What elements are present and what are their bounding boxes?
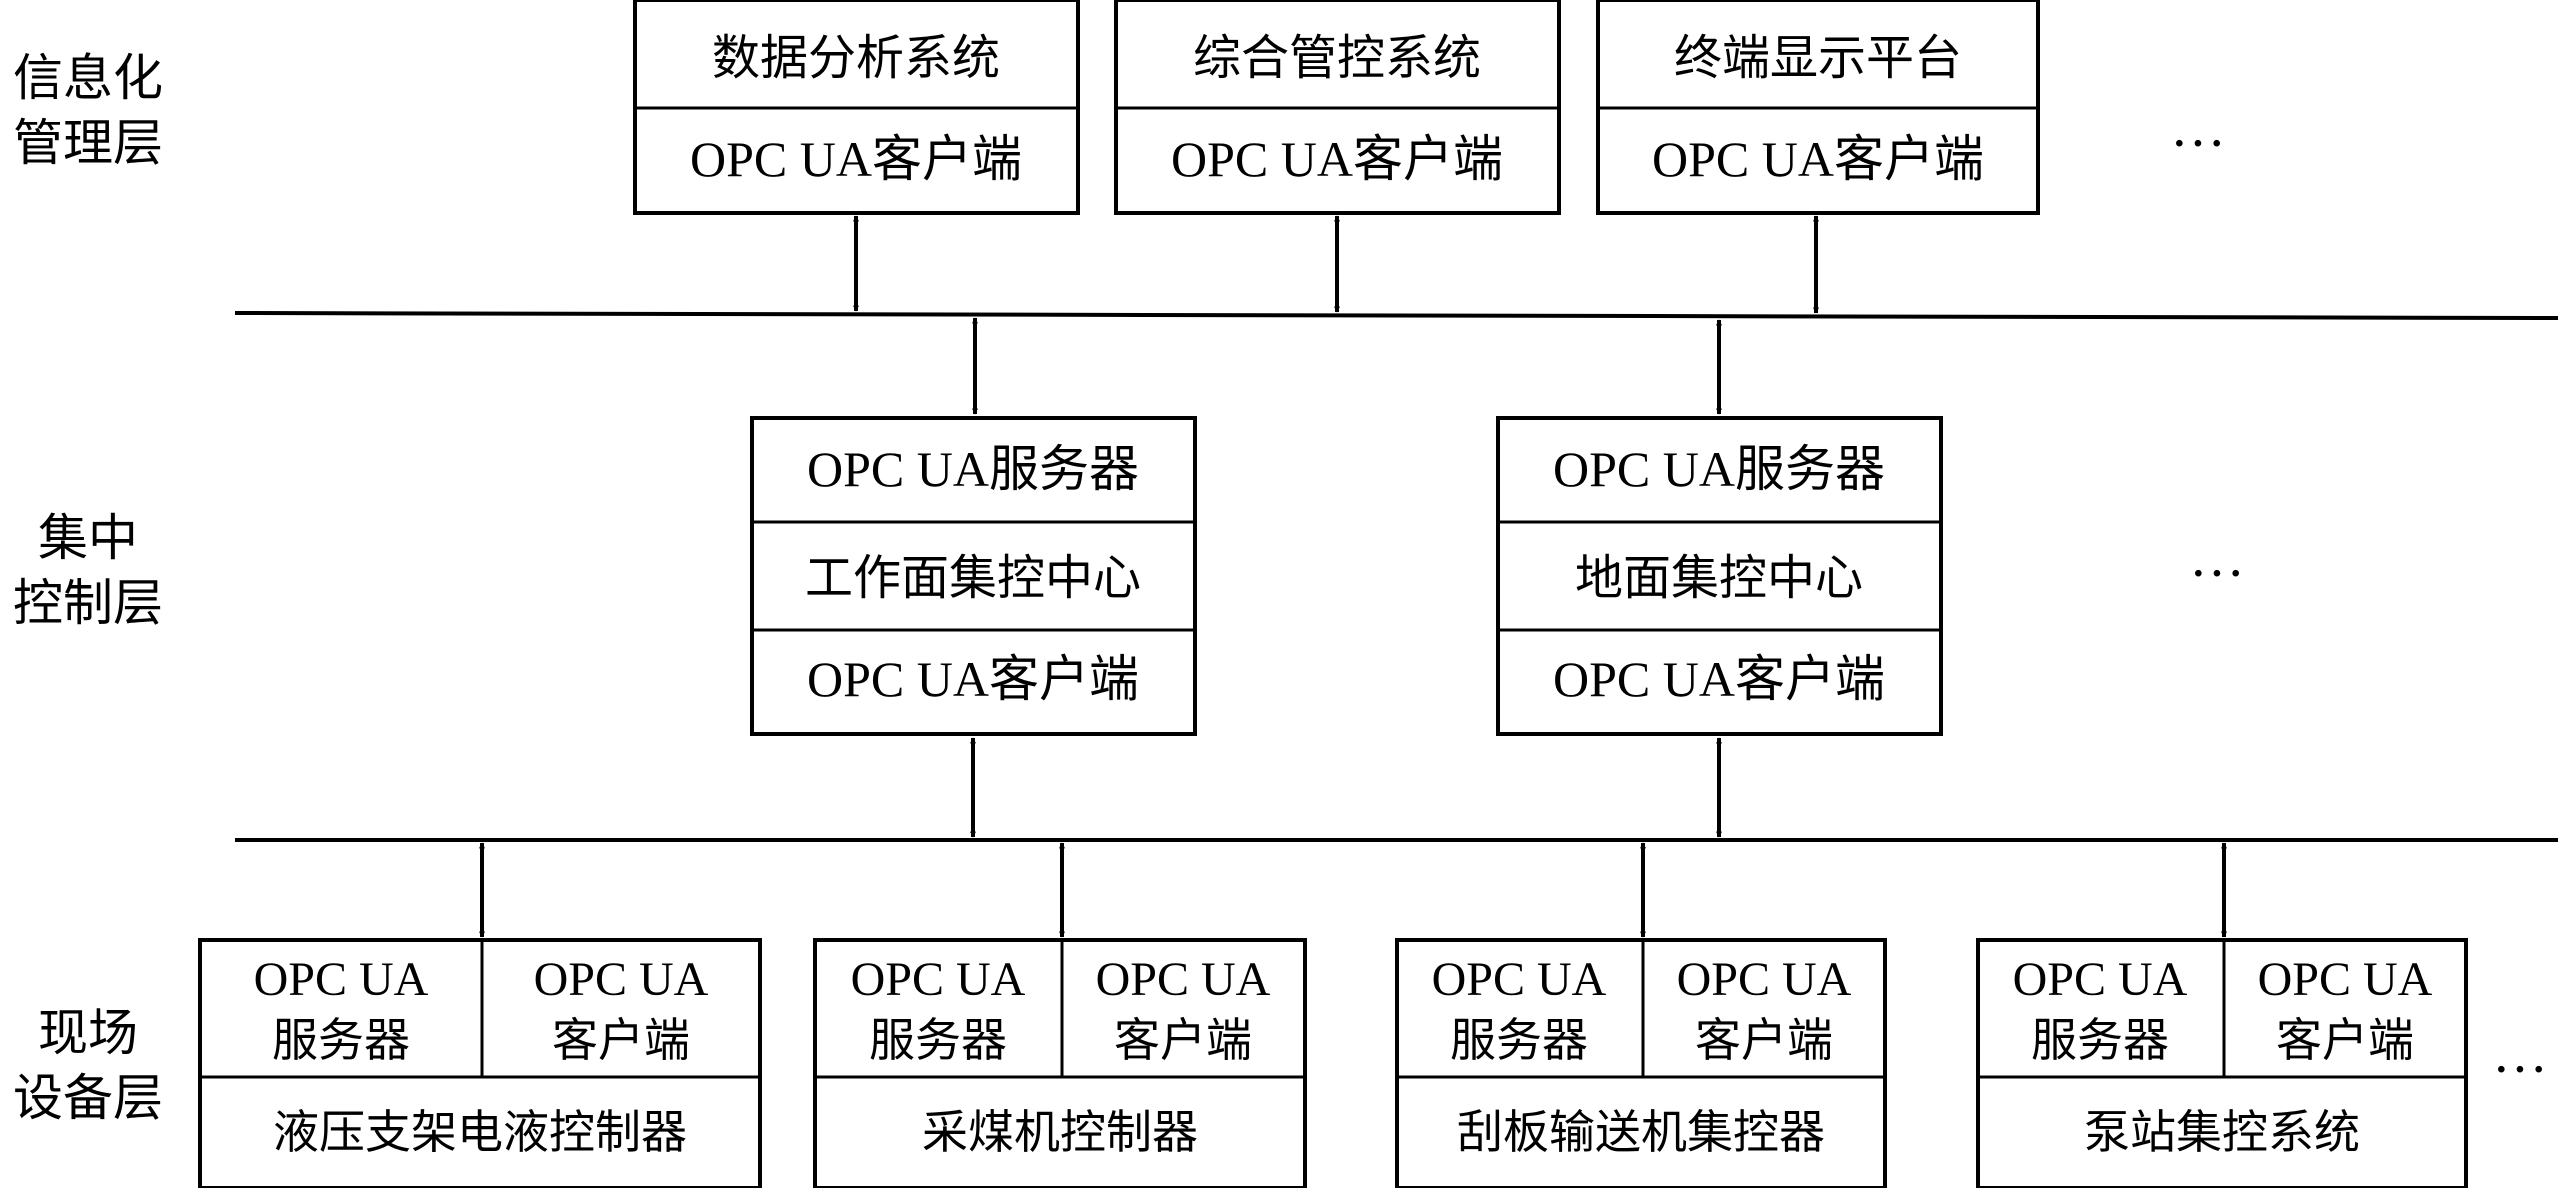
- top-box-integrated-control: 综合管控系统 OPC UA客户端: [1114, 0, 1561, 215]
- layer-label-control-line1: 集中: [38, 509, 138, 567]
- bottom-box-server-line2: 服务器: [869, 1013, 1007, 1067]
- mid-box-client: OPC UA客户端: [1553, 651, 1885, 707]
- bottom-box-client-line2: 客户端: [2276, 1013, 2414, 1067]
- upper-bus-line: [234, 311, 2558, 320]
- bottom-box-client-line2: 客户端: [1695, 1013, 1833, 1067]
- bottom-box-server-line2: 服务器: [1450, 1013, 1588, 1067]
- layer-label-info-line1: 信息化: [13, 49, 163, 107]
- bottom-box-client-line1: OPC UA: [1096, 953, 1271, 1006]
- bottom-box-client-line1: OPC UA: [2258, 953, 2433, 1006]
- bottom-box-client-line1: OPC UA: [1677, 953, 1852, 1006]
- bottom-box-server-line1: OPC UA: [2013, 953, 2188, 1006]
- top-box-title: 数据分析系统: [712, 30, 1000, 86]
- top-box-client: OPC UA客户端: [1171, 131, 1503, 187]
- ellipsis-top: ···: [2170, 113, 2226, 175]
- ellipsis-mid: ···: [2189, 543, 2245, 605]
- top-box-title: 综合管控系统: [1193, 30, 1481, 86]
- mid-box-title: 工作面集控中心: [805, 550, 1141, 606]
- bottom-box-pump-station: OPC UA 服务器 OPC UA 客户端 泵站集控系统: [1976, 938, 2468, 1188]
- layer-label-field-line2: 设备层: [13, 1069, 163, 1127]
- mid-box-server: OPC UA服务器: [807, 441, 1139, 497]
- mid-box-workface-center: OPC UA服务器 工作面集控中心 OPC UA客户端: [750, 416, 1197, 736]
- bottom-box-hydraulic-support: OPC UA 服务器 OPC UA 客户端 液压支架电液控制器: [198, 938, 762, 1188]
- bottom-box-server-line1: OPC UA: [254, 953, 429, 1006]
- bottom-box-server-line2: 服务器: [272, 1013, 410, 1067]
- bottom-box-shearer-controller: OPC UA 服务器 OPC UA 客户端 采煤机控制器: [813, 938, 1307, 1188]
- bottom-box-client-line1: OPC UA: [534, 953, 709, 1006]
- ellipsis-bottom: ···: [2492, 1039, 2548, 1101]
- top-box-client: OPC UA客户端: [690, 131, 1022, 187]
- mid-box-server: OPC UA服务器: [1553, 441, 1885, 497]
- top-box-client: OPC UA客户端: [1652, 131, 1984, 187]
- bottom-box-server-line1: OPC UA: [851, 953, 1026, 1006]
- layer-label-control: 集中 控制层: [13, 509, 163, 632]
- layer-label-info-line2: 管理层: [13, 114, 163, 172]
- mid-box-title: 地面集控中心: [1575, 550, 1863, 606]
- bottom-box-title: 刮板输送机集控器: [1457, 1105, 1825, 1159]
- top-box-data-analysis: 数据分析系统 OPC UA客户端: [633, 0, 1080, 215]
- bottom-box-server-line2: 服务器: [2031, 1013, 2169, 1067]
- bottom-box-server-line1: OPC UA: [1432, 953, 1607, 1006]
- top-box-title: 终端显示平台: [1674, 30, 1962, 86]
- bottom-box-scraper-conveyor: OPC UA 服务器 OPC UA 客户端 刮板输送机集控器: [1395, 938, 1887, 1188]
- bottom-box-title: 采煤机控制器: [922, 1105, 1198, 1159]
- mid-box-client: OPC UA客户端: [807, 651, 1139, 707]
- bottom-box-client-line2: 客户端: [1114, 1013, 1252, 1067]
- layer-label-control-line2: 控制层: [13, 574, 163, 632]
- bottom-box-client-line2: 客户端: [552, 1013, 690, 1067]
- bottom-box-title: 泵站集控系统: [2084, 1105, 2360, 1159]
- layer-label-field-line1: 现场: [38, 1004, 138, 1062]
- mid-box-ground-center: OPC UA服务器 地面集控中心 OPC UA客户端: [1496, 416, 1943, 736]
- layer-label-field: 现场 设备层: [13, 1004, 163, 1127]
- layer-label-info: 信息化 管理层: [13, 49, 163, 172]
- top-box-terminal-display: 终端显示平台 OPC UA客户端: [1596, 0, 2040, 215]
- bottom-box-title: 液压支架电液控制器: [273, 1105, 687, 1159]
